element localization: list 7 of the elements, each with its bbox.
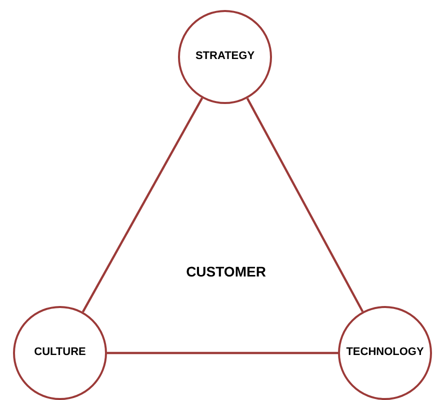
node-label: TECHNOLOGY bbox=[346, 346, 424, 360]
node-label: STRATEGY bbox=[195, 50, 255, 64]
center-label: CUSTOMER bbox=[186, 262, 266, 282]
triangle-side-line bbox=[82, 98, 204, 312]
triangle-side-line bbox=[246, 98, 364, 312]
node-label: CULTURE bbox=[34, 346, 86, 360]
triangle-side-line bbox=[107, 352, 338, 354]
